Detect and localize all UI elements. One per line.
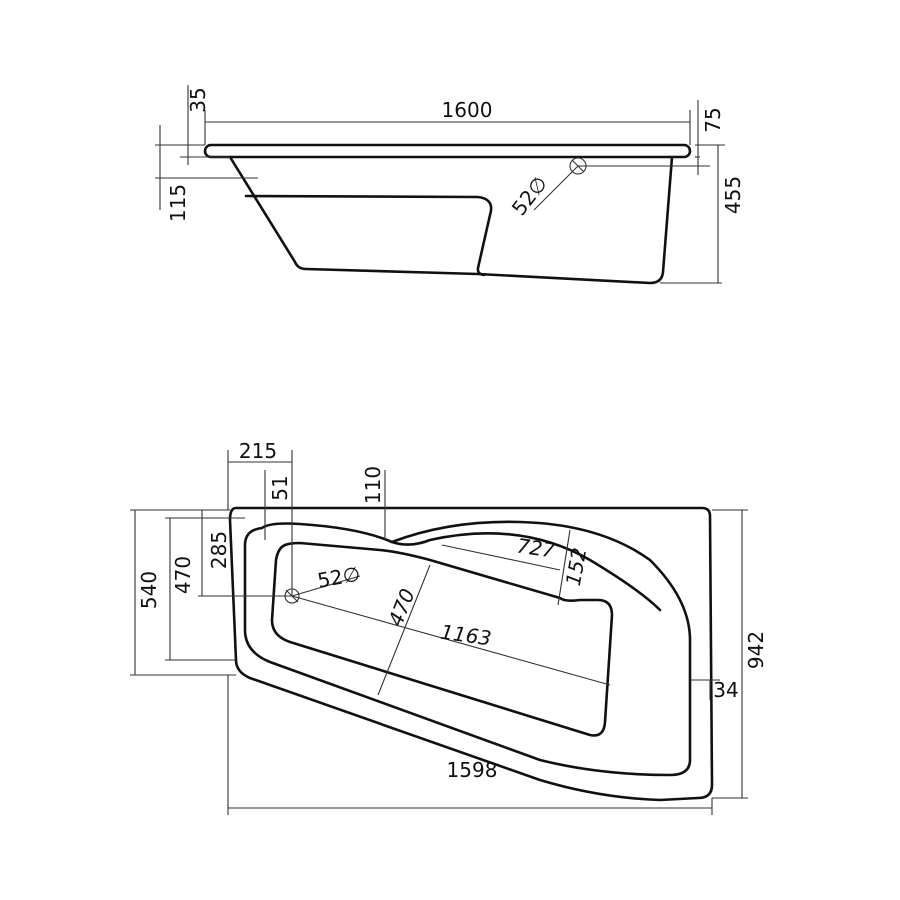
dim-52-diameter-plan: 52∅ bbox=[316, 562, 362, 593]
dim-1598: 1598 bbox=[447, 758, 498, 782]
dim-215: 215 bbox=[239, 439, 277, 463]
dim-52-diameter: 52∅ bbox=[507, 171, 552, 220]
dim-470-inner: 470 bbox=[383, 585, 420, 629]
basin-outline bbox=[270, 541, 614, 737]
dim-115: 115 bbox=[166, 184, 190, 222]
dim-75: 75 bbox=[701, 107, 725, 132]
dim-285: 285 bbox=[207, 531, 231, 569]
side-view: 1600 35 75 455 115 52∅ bbox=[155, 85, 745, 285]
seat-step bbox=[244, 194, 493, 277]
tub-body bbox=[228, 155, 674, 285]
inner-rim-outline bbox=[243, 520, 692, 777]
rim bbox=[203, 143, 692, 159]
dim-51: 51 bbox=[268, 475, 292, 500]
dim-110: 110 bbox=[361, 466, 385, 504]
plan-view: 215 51 110 540 470 285 52∅ 470 1163 727 … bbox=[130, 439, 768, 815]
dim-455: 455 bbox=[721, 176, 745, 214]
dim-540: 540 bbox=[137, 571, 161, 609]
dim-942: 942 bbox=[744, 631, 768, 669]
shelf-edge bbox=[390, 532, 662, 612]
dim-152: 152 bbox=[561, 546, 591, 588]
dim-1163: 1163 bbox=[439, 620, 493, 651]
dim-35: 35 bbox=[186, 87, 210, 112]
dim-34: 34 bbox=[713, 678, 738, 702]
dim-1600: 1600 bbox=[442, 98, 493, 122]
dim-727: 727 bbox=[515, 534, 556, 563]
dim-470-left: 470 bbox=[171, 556, 195, 594]
outer-outline bbox=[228, 506, 714, 802]
